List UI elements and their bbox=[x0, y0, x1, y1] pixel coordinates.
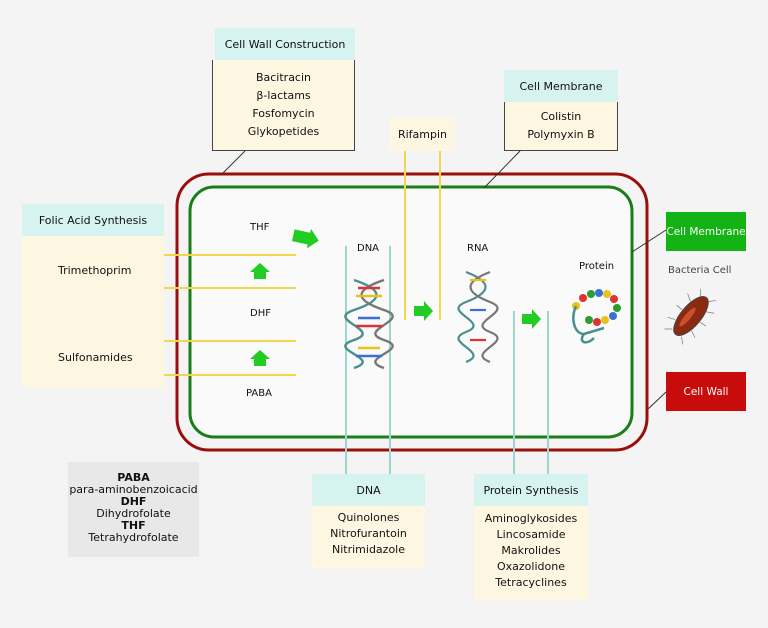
cell-membrane-leader bbox=[483, 150, 521, 189]
protein-synthesis-item: Aminoglykosides bbox=[484, 512, 578, 525]
dna-item: Nitrimidazole bbox=[332, 543, 405, 556]
thf-label: THF bbox=[250, 222, 270, 233]
paba-label: PABA bbox=[246, 388, 272, 399]
abbreviation-legend: PABA para-aminobenzoicacid DHF Dihydrofo… bbox=[68, 462, 199, 557]
arrow-rna-protein bbox=[522, 309, 541, 329]
arrow-dhf-thf bbox=[250, 263, 270, 279]
legend-full: Tetrahydrofolate bbox=[88, 531, 179, 544]
arrow-dna-rna bbox=[414, 301, 433, 321]
protein-label: Protein bbox=[579, 261, 615, 272]
cell-wall-construction-title: Cell Wall Construction bbox=[215, 28, 355, 60]
cell-membrane-list: Colistin Polymyxin B bbox=[504, 102, 618, 151]
arrow-paba-dhf bbox=[250, 350, 270, 366]
cell-membrane-button[interactable]: Cell Membrane bbox=[666, 212, 746, 251]
dna-box-list: Quinolones Nitrofurantoin Nitrimidazole bbox=[312, 506, 425, 568]
arrow-thf-dna bbox=[292, 228, 319, 249]
bacteria-icon bbox=[664, 288, 716, 345]
cell-wall-construction-leader bbox=[221, 150, 246, 175]
folic-acid-title: Folic Acid Synthesis bbox=[22, 204, 164, 236]
bacteria-cell-label: Bacteria Cell bbox=[668, 265, 732, 276]
rna-helix-icon bbox=[457, 270, 499, 364]
cell-wall-item: β-lactams bbox=[256, 89, 311, 102]
legend-full: para-aminobenzoicacid bbox=[69, 483, 198, 496]
dna-item: Nitrofurantoin bbox=[330, 527, 407, 540]
cell-wall-button-leader bbox=[646, 391, 667, 411]
cell-wall-construction-list: Bacitracin β-lactams Fosfomycin Glykopet… bbox=[212, 60, 355, 151]
trimethoprim-label: Trimethoprim bbox=[58, 264, 132, 277]
cell-membrane-button-leader bbox=[631, 229, 667, 253]
cell-wall-item: Fosfomycin bbox=[252, 107, 315, 120]
dhf-label: DHF bbox=[250, 308, 271, 319]
protein-synthesis-title: Protein Synthesis bbox=[474, 474, 588, 506]
cell-wall-item: Glykopetides bbox=[247, 125, 320, 138]
protein-synthesis-item: Tetracyclines bbox=[495, 576, 567, 589]
cell-membrane-item: Colistin bbox=[540, 110, 582, 123]
legend-abbr: THF bbox=[121, 519, 146, 532]
sulfonamides-label: Sulfonamides bbox=[58, 351, 133, 364]
rifampin-label: Rifampin bbox=[390, 118, 455, 151]
cell-wall-outline bbox=[175, 172, 649, 452]
protein-synthesis-list: Aminoglykosides Lincosamide Makrolides O… bbox=[474, 506, 588, 600]
cell-membrane-title: Cell Membrane bbox=[504, 70, 618, 102]
legend-abbr: DHF bbox=[120, 495, 147, 508]
protein-synthesis-item: Makrolides bbox=[501, 544, 561, 557]
cell-membrane-item: Polymyxin B bbox=[527, 128, 595, 141]
legend-full: Dihydrofolate bbox=[96, 507, 171, 520]
dna-box-title: DNA bbox=[312, 474, 425, 506]
cell-membrane-outline bbox=[188, 185, 634, 439]
protein-synthesis-item: Oxazolidone bbox=[497, 560, 565, 573]
dna-label: DNA bbox=[357, 243, 380, 254]
rna-label: RNA bbox=[467, 243, 489, 254]
cell-wall-button[interactable]: Cell Wall bbox=[666, 372, 746, 411]
protein-chain-icon bbox=[572, 289, 621, 344]
cell-wall-item: Bacitracin bbox=[255, 71, 312, 84]
legend-abbr: PABA bbox=[117, 471, 150, 484]
dna-helix-icon bbox=[344, 278, 394, 370]
folic-acid-box bbox=[22, 236, 164, 388]
protein-synthesis-item: Lincosamide bbox=[496, 528, 566, 541]
dna-item: Quinolones bbox=[337, 511, 400, 524]
